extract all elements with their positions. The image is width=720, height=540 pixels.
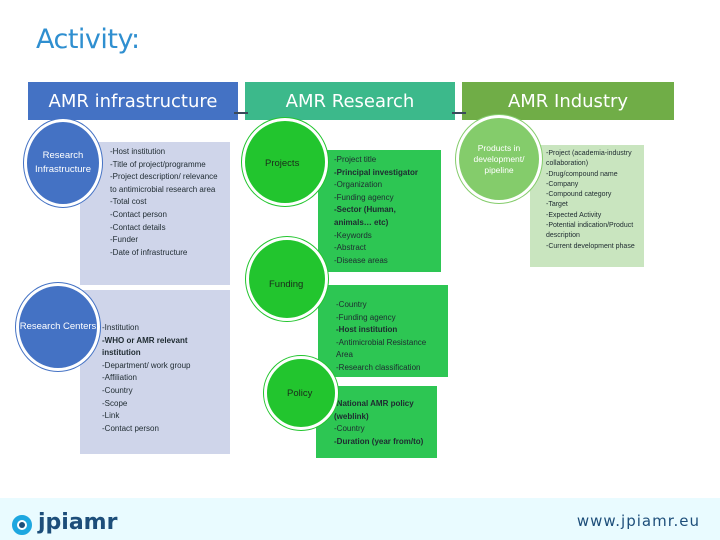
infra-field-list: -Host institution -Title of project/prog…: [80, 142, 230, 285]
circle-policy: Policy: [264, 356, 338, 430]
slide-title: Activity:: [36, 24, 140, 55]
list-item: -Company: [546, 180, 579, 188]
list-item: -Affiliation: [102, 373, 137, 383]
list-item: -Current development phase: [546, 242, 635, 250]
list-item: -Compound category: [546, 191, 612, 199]
list-item: -Country: [334, 424, 365, 434]
list-item: -Sector (Human, animals… etc): [334, 205, 399, 227]
list-item: -Duration (year from/to): [334, 436, 424, 446]
list-item: -Total cost: [110, 197, 147, 207]
list-item: -Project (academia-industry collaboratio…: [546, 150, 634, 168]
list-item: -Title of project/programme: [110, 159, 206, 169]
circle-projects: Projects: [242, 118, 328, 206]
footer-bar: [0, 498, 720, 540]
list-item: -Organization: [334, 180, 383, 190]
list-item: -Funding agency: [336, 312, 396, 322]
list-item: -Research classification: [336, 362, 421, 372]
list-item: -Department/ work group: [102, 360, 191, 370]
list-item: -Host institution: [110, 147, 166, 156]
jpiamr-logo-icon: [12, 515, 32, 535]
list-item: -National AMR policy (weblink): [334, 399, 416, 421]
circle-policy-label: Policy: [287, 388, 313, 399]
list-item: -Link: [102, 411, 120, 421]
list-item: -Drug/compound name: [546, 170, 618, 178]
circle-products-in-development: Products in development/ pipeline: [456, 115, 542, 203]
list-item: -Potential indication/Product descriptio…: [546, 222, 636, 240]
list-item: -Country: [102, 385, 133, 395]
list-item: -Institution: [102, 323, 139, 332]
list-item: -Host institution: [336, 325, 398, 335]
circle-research-centers: Research Centers: [16, 283, 100, 371]
list-item: -Date of infrastructure: [110, 247, 188, 257]
list-item: -Keywords: [334, 230, 372, 240]
list-item: -Project description/ relevance to antim…: [110, 172, 220, 194]
list-item: -Expected Activity: [546, 211, 602, 219]
list-item: -Antimicrobial Resistance Area: [336, 337, 429, 360]
list-item: -WHO or AMR relevant institution: [102, 335, 190, 358]
circle-funding: Funding: [246, 237, 328, 321]
funding-field-list: -Country -Funding agency -Host instituti…: [318, 285, 448, 377]
header-amr-industry: AMR Industry: [462, 82, 674, 120]
centers-field-list: -Institution -WHO or AMR relevant instit…: [80, 290, 230, 454]
connector-infra-research: [234, 112, 248, 114]
list-item: -Project title: [334, 155, 377, 164]
list-item: -Contact person: [110, 209, 167, 219]
circle-research-infrastructure: Research Infrastructure: [24, 119, 102, 207]
circle-funding-label: Funding: [269, 279, 304, 290]
header-amr-infrastructure: AMR infrastructure: [28, 82, 238, 120]
list-item: -Funder: [110, 235, 139, 245]
list-item: -Contact details: [110, 222, 166, 232]
industry-field-list: -Project (academia-industry collaboratio…: [530, 145, 644, 267]
list-item: -Contact person: [102, 423, 159, 433]
projects-field-list: -Project title -Principal investigator -…: [318, 150, 441, 272]
footer-brand: jpiamr: [38, 510, 118, 535]
list-item: -Funding agency: [334, 192, 394, 202]
circle-projects-label: Projects: [265, 158, 300, 169]
footer-url[interactable]: www.jpiamr.eu: [576, 512, 700, 530]
list-item: -Disease areas: [334, 255, 388, 265]
list-item: -Country: [336, 300, 367, 309]
connector-research-industry: [452, 112, 466, 114]
list-item: -Target: [546, 201, 568, 209]
list-item: -Abstract: [334, 243, 367, 253]
list-item: -Principal investigator: [334, 167, 419, 177]
list-item: -Scope: [102, 398, 128, 408]
header-amr-research: AMR Research: [245, 82, 455, 120]
